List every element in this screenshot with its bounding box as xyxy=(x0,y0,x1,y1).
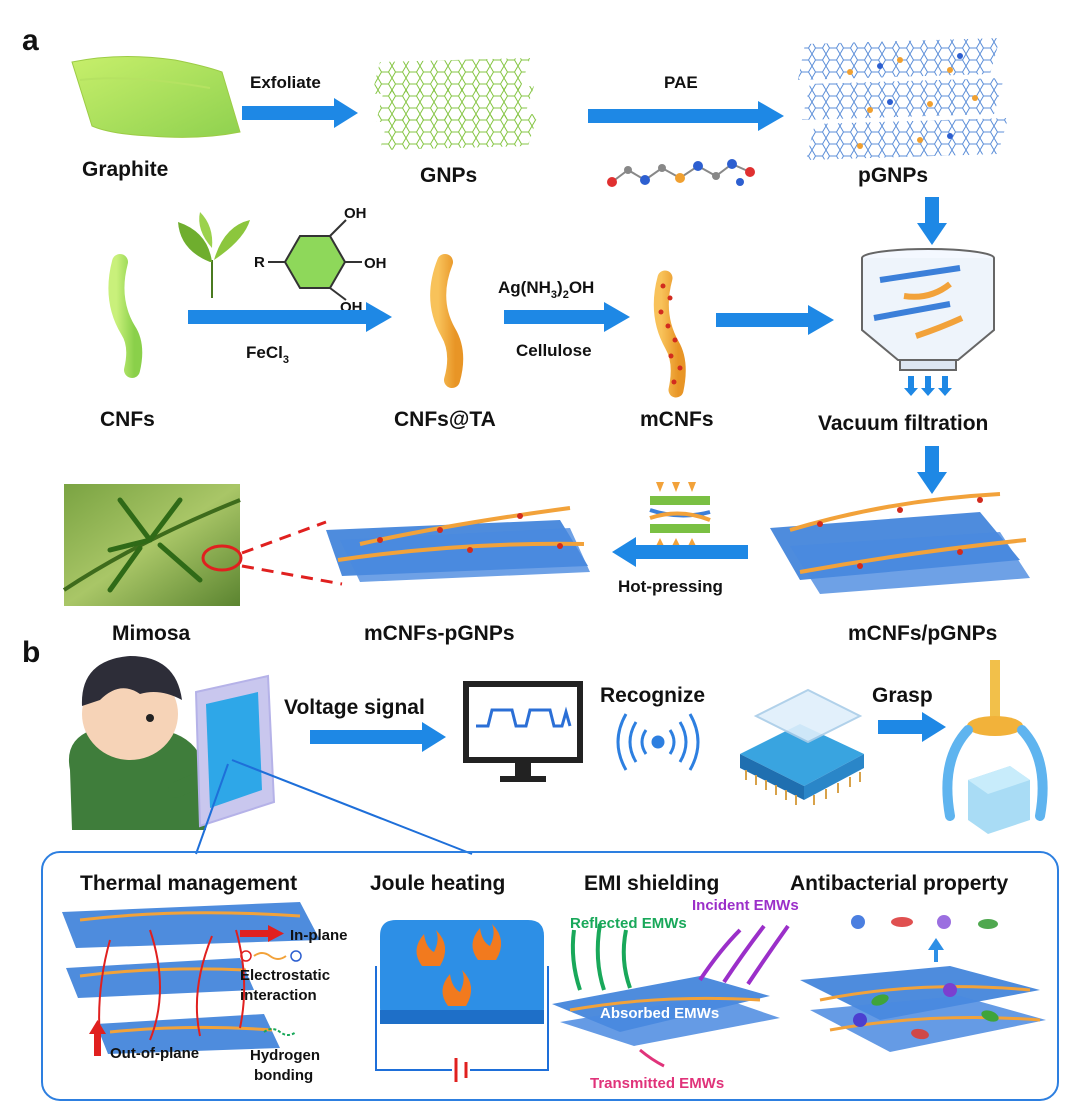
oh-label-1: OH xyxy=(344,205,367,222)
mcnfs-label: mCNFs xyxy=(640,408,714,431)
exfoliate-arrow xyxy=(242,98,358,128)
joule-heating-illustration xyxy=(375,920,549,1082)
incident-label: Incident EMWs xyxy=(692,897,799,914)
graphite-label: Graphite xyxy=(82,158,168,181)
graphite-illustration xyxy=(71,55,241,138)
emi-illustration xyxy=(552,923,790,1068)
recognize-label: Recognize xyxy=(600,684,705,707)
down-arrow-vacuum xyxy=(917,446,947,494)
monitor-illustration xyxy=(463,681,583,782)
antibacterial-title: Antibacterial property xyxy=(790,872,1009,895)
boy-illustration xyxy=(68,656,227,830)
gallol-structure xyxy=(268,219,362,301)
out-of-plane-label: Out-of-plane xyxy=(110,1045,199,1062)
electrostatic-icon xyxy=(240,950,302,962)
electrostatic-label-1: Electrostatic xyxy=(240,967,330,984)
pae-label: PAE xyxy=(664,73,698,92)
hot-pressing-arrow xyxy=(612,537,748,567)
touch-panel xyxy=(194,674,276,828)
hot-press-illustration xyxy=(649,482,711,546)
mcnfs-slash-pgnps-label: mCNFs/pGNPs xyxy=(848,622,997,645)
antibacterial-illustration xyxy=(800,915,1046,1052)
zoom-dashes xyxy=(241,520,343,586)
wireless-icon xyxy=(616,713,700,771)
mimosa-label: Mimosa xyxy=(112,622,191,645)
zoom-line-right xyxy=(231,759,473,855)
hydrogen-label-1: Hydrogen xyxy=(250,1047,320,1064)
transmitted-label: Transmitted EMWs xyxy=(590,1075,724,1092)
emi-title: EMI shielding xyxy=(584,872,719,895)
grasp-label: Grasp xyxy=(872,684,933,707)
r-label: R xyxy=(254,254,265,271)
robot-claw-illustration xyxy=(942,660,1048,834)
hydrogen-bond-icon xyxy=(263,1028,297,1036)
gnps-illustration xyxy=(372,58,538,150)
flame-icon xyxy=(416,924,502,1006)
cnfs-ta-illustration xyxy=(430,254,464,388)
mcnfs-slash-pgnps-illustration xyxy=(770,492,1030,594)
exfoliate-label: Exfoliate xyxy=(250,73,321,92)
fecl3-arrow xyxy=(188,302,392,332)
down-arrow-pgnps xyxy=(917,197,947,245)
gnps-label: GNPs xyxy=(420,164,477,187)
oh-label-2: OH xyxy=(364,255,387,272)
voltage-signal-label: Voltage signal xyxy=(284,696,425,719)
thermal-illustration xyxy=(62,902,320,1056)
to-vacuum-arrow xyxy=(716,305,834,335)
tea-leaf-illustration xyxy=(178,212,250,298)
voltage-signal-arrow xyxy=(310,722,446,752)
properties-box xyxy=(41,851,1059,1101)
chip-illustration xyxy=(740,688,864,805)
cnfs-ta-label: CNFs@TA xyxy=(394,408,496,431)
mcnfs-pgnps-illustration xyxy=(326,506,590,582)
silver-arrow xyxy=(504,302,630,332)
fecl3-label: FeCl3 xyxy=(246,343,289,366)
pgnps-label: pGNPs xyxy=(858,164,928,187)
hot-pressing-label: Hot-pressing xyxy=(618,577,723,596)
vacuum-filtration-label: Vacuum filtration xyxy=(818,412,988,435)
silver-label: Ag(NH3)2OH xyxy=(498,278,594,301)
zoom-line-left xyxy=(195,763,229,855)
reflected-label: Reflected EMWs xyxy=(570,915,687,932)
grasp-arrow xyxy=(878,712,946,742)
joule-title: Joule heating xyxy=(370,872,505,895)
vacuum-filter-illustration xyxy=(861,248,995,396)
panel-b-label: b xyxy=(22,636,40,669)
cellulose-label: Cellulose xyxy=(516,341,592,360)
panel-a-label: a xyxy=(22,24,39,57)
pae-molecule xyxy=(607,159,755,187)
cnfs-label: CNFs xyxy=(100,408,155,431)
pgnps-illustration xyxy=(798,38,1008,160)
thermal-title: Thermal management xyxy=(80,872,297,895)
mcnfs-pgnps-label: mCNFs-pGNPs xyxy=(364,622,515,645)
electrostatic-label-2: interaction xyxy=(240,987,317,1004)
hydrogen-label-2: bonding xyxy=(254,1067,313,1084)
in-plane-label: In-plane xyxy=(290,927,348,944)
mcnfs-illustration xyxy=(653,270,686,398)
cnfs-illustration xyxy=(108,254,143,378)
absorbed-label: Absorbed EMWs xyxy=(600,1005,719,1022)
pae-arrow xyxy=(588,101,784,131)
mimosa-photo xyxy=(62,484,243,606)
